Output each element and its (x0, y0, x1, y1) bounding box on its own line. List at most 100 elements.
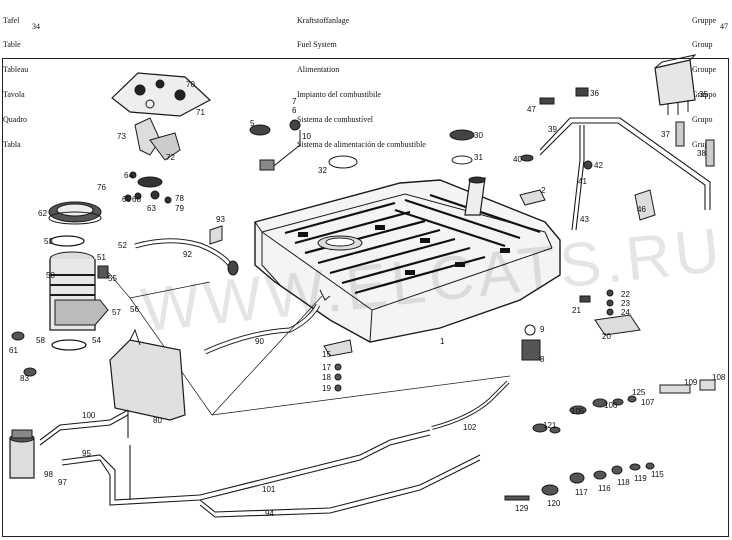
part-label: 115 (651, 470, 664, 479)
part-label: 58 (36, 336, 45, 345)
page-header: Tafel Table Tableau Tavola Quadro Tabla … (0, 0, 732, 149)
diagram-frame (2, 58, 729, 537)
part-label: 61 (9, 346, 18, 355)
right-small-parts (519, 87, 656, 361)
part-label: 83 (20, 374, 29, 383)
part-label: 37 (661, 130, 670, 139)
part-label: 39 (548, 125, 557, 134)
header-right-line: Grupo (692, 115, 713, 125)
part-label: 62 (38, 209, 47, 218)
relay-box-35 (654, 54, 697, 115)
part-label: 70 (186, 80, 195, 89)
part-label: 125 (632, 388, 646, 397)
header-middle-line: Fuel System (297, 40, 337, 50)
header-left-line: Quadro (3, 115, 27, 125)
part-label: 10 (302, 132, 311, 141)
part-label: 118 (617, 478, 630, 487)
hose-102 (431, 380, 510, 430)
part-label: 65 (122, 195, 131, 204)
header-middle-line: Sistema de combustível (297, 115, 373, 125)
part-label: 95 (82, 449, 91, 458)
part-label: 121 (543, 421, 557, 430)
header-left-line: Tabla (3, 140, 21, 150)
fasteners-cluster (124, 171, 172, 204)
part-label: 105 (571, 407, 585, 416)
part-label: 22 (621, 290, 630, 299)
header-middle-titles: Kraftstoffanlage Fuel System Alimentatio… (297, 0, 426, 166)
part-label: 54 (92, 336, 101, 345)
part-label: 117 (575, 488, 588, 497)
inline-filter (9, 429, 35, 479)
vent-pipes (539, 117, 711, 231)
header-right-line: Gruppo (692, 90, 717, 100)
part-label: 52 (118, 241, 127, 250)
part-label: 20 (602, 332, 611, 341)
part-label: 21 (572, 306, 581, 315)
part-label: 78 (175, 194, 184, 203)
part-label: 66 (132, 195, 141, 204)
part-label: 36 (590, 89, 599, 98)
part-label: 63 (147, 204, 156, 213)
bracket-assembly (134, 117, 181, 161)
part-label: 9 (540, 325, 545, 334)
fuel-lines (39, 409, 481, 518)
part-label: 30 (474, 131, 483, 140)
part-label: 42 (594, 161, 603, 170)
part-label: 43 (580, 215, 589, 224)
part-label: 101 (262, 485, 276, 494)
part-label: 46 (637, 205, 646, 214)
part-label: 18 (322, 373, 331, 382)
part-label: 40 (513, 155, 522, 164)
part-label: 98 (44, 470, 53, 479)
part-label: 79 (175, 204, 184, 213)
part-label: 32 (318, 166, 327, 175)
bottom-small-parts (11, 225, 716, 501)
part-label: 71 (196, 108, 205, 117)
page-number-right: 47 (720, 22, 728, 31)
part-label: 57 (112, 308, 121, 317)
mounting-plate (111, 72, 212, 117)
part-label: 7 (292, 97, 297, 106)
part-label: 31 (474, 153, 483, 162)
part-label: 116 (598, 484, 611, 493)
cap-parts (249, 119, 475, 171)
part-label: 108 (712, 373, 726, 382)
header-middle-line: Kraftstoffanlage (297, 15, 350, 25)
header-left-line: Table (3, 40, 21, 50)
part-labels: 1 2 5 6 7 8 9 10 15 17 18 19 20 21 22 23… (9, 80, 726, 518)
header-right-line: Groupe (692, 65, 716, 75)
part-label: 94 (265, 509, 274, 518)
part-label: 15 (322, 350, 331, 359)
header-right-line: Group (692, 40, 713, 50)
header-left-titles: Tafel Table Tableau Tavola Quadro Tabla (3, 0, 28, 166)
part-label: 1 (440, 337, 445, 346)
sleeves (675, 121, 715, 167)
fuel-pump-assembly (49, 235, 109, 351)
part-label: 64 (124, 171, 133, 180)
part-label: 17 (322, 363, 331, 372)
header-middle-line: Alimentation (297, 65, 340, 75)
header-right-titles: Gruppe Group Groupe Gruppo Grupo Grupo (692, 0, 716, 166)
header-left-line: Tavola (3, 90, 25, 100)
hose-90 (203, 303, 321, 355)
part-label: 119 (634, 474, 647, 483)
part-label: 80 (153, 416, 162, 425)
header-right-line: Gruppe (692, 15, 716, 25)
page-number-left: 34 (32, 22, 40, 31)
fuel-tank (254, 176, 561, 343)
part-label: 107 (641, 398, 655, 407)
part-label: 55 (108, 274, 117, 283)
part-label: 106 (604, 401, 618, 410)
header-middle-line: Impianto del combustibile (297, 90, 381, 100)
part-label: 6 (292, 106, 297, 115)
part-label: 2 (541, 186, 546, 195)
part-label: 90 (255, 337, 264, 346)
part-label: 97 (58, 478, 67, 487)
part-label: 93 (216, 215, 225, 224)
hose-92 (134, 238, 239, 276)
part-label: 120 (547, 499, 561, 508)
header-left-line: Tafel (3, 15, 20, 25)
header-middle-line: Sistema de alimentación de combustible (297, 140, 426, 150)
part-label: 5 (250, 119, 255, 128)
